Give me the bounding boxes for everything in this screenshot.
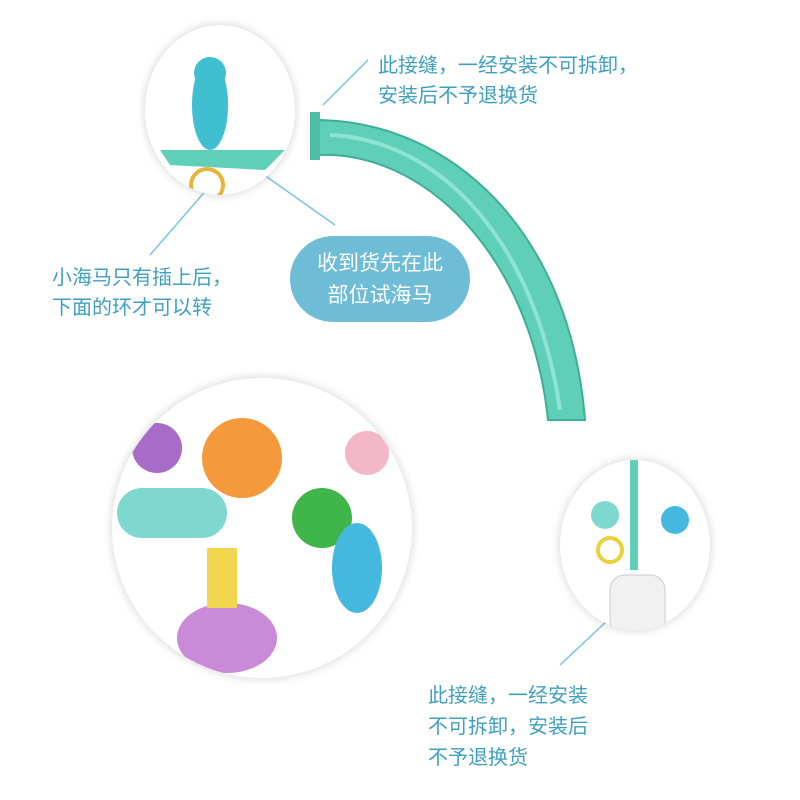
left-note-line1: 小海马只有插上后， [52,265,232,289]
assembled-mobile-closeup [560,460,710,630]
bubble-line1: 收到货先在此 [317,251,443,275]
seahorse-closeup [145,25,295,195]
bottom-note-line3: 不予退换货 [428,745,528,769]
top-note: 此接缝，一经安装不可拆卸， 安装后不予退换货 [378,50,638,110]
top-note-line2: 安装后不予退换货 [378,83,538,107]
left-note: 小海马只有插上后， 下面的环才可以转 [52,262,232,322]
arm-connector [310,112,320,160]
leader-line-top [322,59,369,106]
top-note-line1: 此接缝，一经安装不可拆卸， [378,53,638,77]
mobile-toys-closeup [112,378,412,678]
bubble-line2: 部位试海马 [327,283,433,307]
left-note-line2: 下面的环才可以转 [52,295,212,319]
bottom-note: 此接缝，一经安装 不可拆卸，安装后 不予退换货 [428,680,588,773]
bottom-note-line2: 不可拆卸，安装后 [428,714,588,738]
test-seahorse-bubble: 收到货先在此 部位试海马 [290,236,470,322]
bottom-note-line1: 此接缝，一经安装 [428,683,588,707]
